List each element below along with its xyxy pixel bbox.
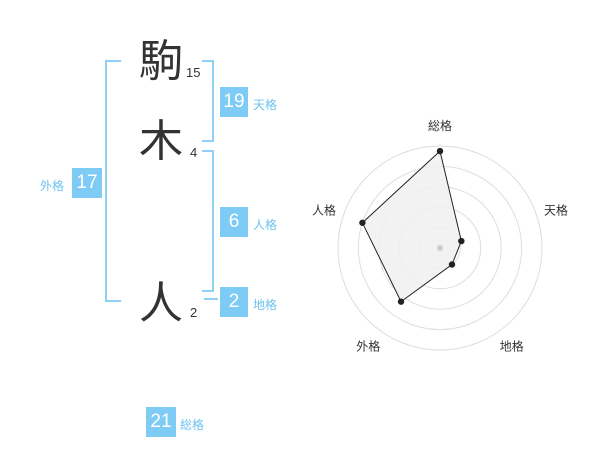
chikaku-line xyxy=(204,298,218,300)
jinkaku-bracket xyxy=(202,150,214,292)
radar-axis-label-3: 地格 xyxy=(500,339,524,354)
radar-point-2 xyxy=(458,237,465,245)
radar-polygon xyxy=(361,150,462,303)
radar-axis-label-1: 総格 xyxy=(428,118,452,133)
radar-center xyxy=(437,245,443,251)
radar-ring xyxy=(337,145,543,351)
chikaku-score: 2 xyxy=(220,287,248,317)
gaikaku-score: 17 xyxy=(72,168,102,198)
chikaku-label: 地格 xyxy=(253,298,278,312)
radar-point-3 xyxy=(448,261,456,268)
tenkaku-score: 19 xyxy=(220,87,248,117)
soukaku-label: 総格 xyxy=(180,418,205,432)
jinkaku-score: 6 xyxy=(220,207,248,237)
radar-point-4 xyxy=(397,298,405,305)
name-char-2: 木 xyxy=(139,116,183,167)
name-char-1: 駒 xyxy=(139,36,183,87)
gaikaku-bracket xyxy=(105,60,121,302)
soukaku-score: 21 xyxy=(146,407,176,437)
stroke-count-2: 4 xyxy=(190,145,198,160)
tenkaku-bracket xyxy=(202,60,214,142)
radar-axis-label-4: 外格 xyxy=(356,339,380,354)
stroke-count-3: 2 xyxy=(190,305,198,320)
jinkaku-label: 人格 xyxy=(253,218,278,232)
radar-point-5 xyxy=(359,219,366,226)
stroke-count-1: 15 xyxy=(186,65,201,80)
name-char-3: 人 xyxy=(139,278,183,329)
radar-axis-label-5: 人格 xyxy=(312,202,336,217)
radar-point-1 xyxy=(436,147,444,155)
gaikaku-label: 外格 xyxy=(40,179,65,193)
radar-axis-label-2: 天格 xyxy=(544,202,568,217)
tenkaku-label: 天格 xyxy=(253,98,278,112)
